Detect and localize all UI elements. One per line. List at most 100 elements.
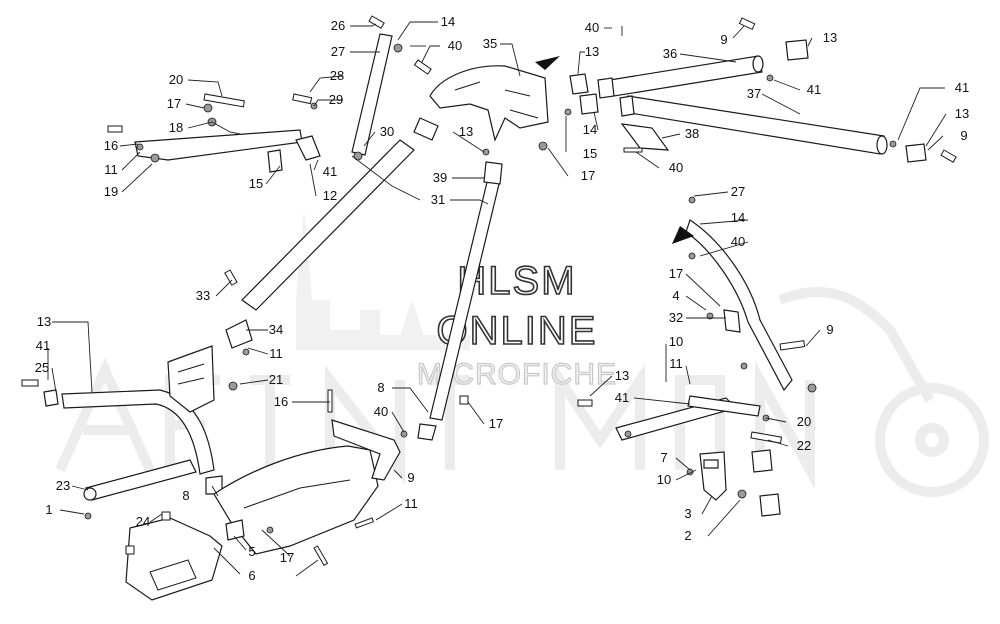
part-bolt-20-upper bbox=[107, 93, 245, 133]
callout-13: 13 bbox=[459, 124, 473, 139]
callout-14: 40 bbox=[731, 234, 745, 249]
callout-18: 18 bbox=[169, 120, 183, 135]
part-fender-5 bbox=[213, 445, 379, 555]
callout-39: 40 bbox=[669, 160, 683, 175]
arrow-marker-top bbox=[535, 56, 560, 70]
callout-11: 1 bbox=[45, 502, 52, 517]
callout-10: 8 bbox=[182, 488, 189, 503]
callout-37: 37 bbox=[747, 86, 761, 101]
callout-10: 25 bbox=[35, 360, 49, 375]
callout-13: 13 bbox=[585, 44, 599, 59]
callout-24: 3 bbox=[684, 506, 691, 521]
callout-9: 9 bbox=[960, 128, 967, 143]
callout-13: 13 bbox=[823, 30, 837, 45]
part-bracket-27-upper bbox=[351, 15, 403, 161]
callout-23: 10 bbox=[657, 472, 671, 487]
callout-8: 16 bbox=[274, 394, 288, 409]
part-panel-7 bbox=[331, 419, 401, 481]
callout-13: 8 bbox=[377, 380, 384, 395]
callout-27: 27 bbox=[331, 44, 345, 59]
callout-2: 6 bbox=[248, 568, 255, 583]
callout-41: 39 bbox=[433, 170, 447, 185]
part-bracket-24 bbox=[686, 449, 781, 517]
callout-4: 13 bbox=[37, 314, 51, 329]
part-housing-35 bbox=[413, 59, 549, 151]
callout-labels: 26 14 27 40 35 40 13 9 13 36 28 20 41 37… bbox=[35, 14, 969, 583]
callout-9: 23 bbox=[56, 478, 70, 493]
callout-22: 7 bbox=[660, 450, 667, 465]
callout-11: 10 bbox=[669, 334, 683, 349]
callout-19: 15 bbox=[249, 176, 263, 191]
callout-15: 16 bbox=[104, 138, 118, 153]
part-clip-34 bbox=[706, 309, 806, 351]
callout-5: 17 bbox=[280, 550, 294, 565]
callout-17: 2 bbox=[684, 528, 691, 543]
callout-27: 14 bbox=[731, 210, 745, 225]
callout-12: 31 bbox=[431, 192, 445, 207]
part-skid-plate-2 bbox=[125, 511, 223, 601]
part-clamp-13-right bbox=[889, 140, 957, 163]
callout-8: 11 bbox=[404, 496, 418, 511]
part-frame-4 bbox=[21, 379, 238, 520]
callout-41: 41 bbox=[807, 82, 821, 97]
callout-41: 40 bbox=[374, 404, 388, 419]
callout-20: 22 bbox=[797, 438, 811, 453]
callout-40: 40 bbox=[585, 20, 599, 35]
part-bracket-38 bbox=[620, 123, 670, 153]
part-brace-16-upper bbox=[134, 129, 321, 173]
leader-lines bbox=[47, 21, 947, 577]
callout-41: 41 bbox=[955, 80, 969, 95]
callout-13: 34 bbox=[269, 322, 283, 337]
part-tube-12-right bbox=[400, 148, 503, 441]
callout-3: 5 bbox=[248, 544, 255, 559]
part-bolt-28 bbox=[292, 93, 318, 110]
callout-40: 33 bbox=[196, 288, 210, 303]
callout-14: 15 bbox=[583, 146, 597, 161]
callout-40: 17 bbox=[489, 416, 503, 431]
part-tube-37 bbox=[564, 93, 888, 155]
callout-28: 28 bbox=[330, 68, 344, 83]
callout-41: 11 bbox=[269, 346, 283, 361]
callout-9: 41 bbox=[36, 338, 50, 353]
callout-26: 26 bbox=[331, 18, 345, 33]
callout-33: 17 bbox=[669, 266, 683, 281]
part-cap-13-upper bbox=[738, 17, 809, 82]
callout-31: 27 bbox=[731, 184, 745, 199]
callout-34: 32 bbox=[669, 310, 683, 325]
callout-15: 12 bbox=[323, 188, 337, 203]
callout-40: 17 bbox=[581, 168, 595, 183]
callout-11: 41 bbox=[323, 164, 337, 179]
callout-20: 20 bbox=[169, 72, 183, 87]
callout-29: 29 bbox=[329, 92, 343, 107]
part-tube-12-left bbox=[224, 117, 439, 356]
callout-40: 40 bbox=[448, 38, 462, 53]
part-fasteners-misc bbox=[225, 389, 375, 567]
callout-17: 17 bbox=[167, 96, 181, 111]
callout-35: 35 bbox=[483, 36, 497, 51]
callout-17: 20 bbox=[797, 414, 811, 429]
part-gusset-assembly bbox=[167, 345, 215, 413]
part-bracket-27-lower bbox=[685, 196, 817, 393]
callout-7: 9 bbox=[407, 470, 414, 485]
part-tube-36 bbox=[569, 55, 764, 99]
callout-13: 13 bbox=[955, 106, 969, 121]
callout-17: 4 bbox=[672, 288, 679, 303]
callout-38: 38 bbox=[685, 126, 699, 141]
callout-14: 14 bbox=[441, 14, 455, 29]
callout-16: 41 bbox=[615, 390, 629, 405]
callout-16: 11 bbox=[104, 162, 118, 177]
arrow-marker-right bbox=[672, 226, 694, 244]
callout-32: 9 bbox=[826, 322, 833, 337]
callout-36: 36 bbox=[663, 46, 677, 61]
callout-11: 21 bbox=[269, 372, 283, 387]
parts-artwork bbox=[21, 15, 957, 601]
part-brace-16-lower bbox=[577, 362, 783, 444]
callout-30: 30 bbox=[380, 124, 394, 139]
callout-13: 14 bbox=[583, 122, 597, 137]
callout-25: 11 bbox=[669, 356, 683, 371]
callout-21: 13 bbox=[615, 368, 629, 383]
callout-17: 19 bbox=[104, 184, 118, 199]
callout-9: 9 bbox=[720, 32, 727, 47]
callout-1: 24 bbox=[136, 514, 150, 529]
